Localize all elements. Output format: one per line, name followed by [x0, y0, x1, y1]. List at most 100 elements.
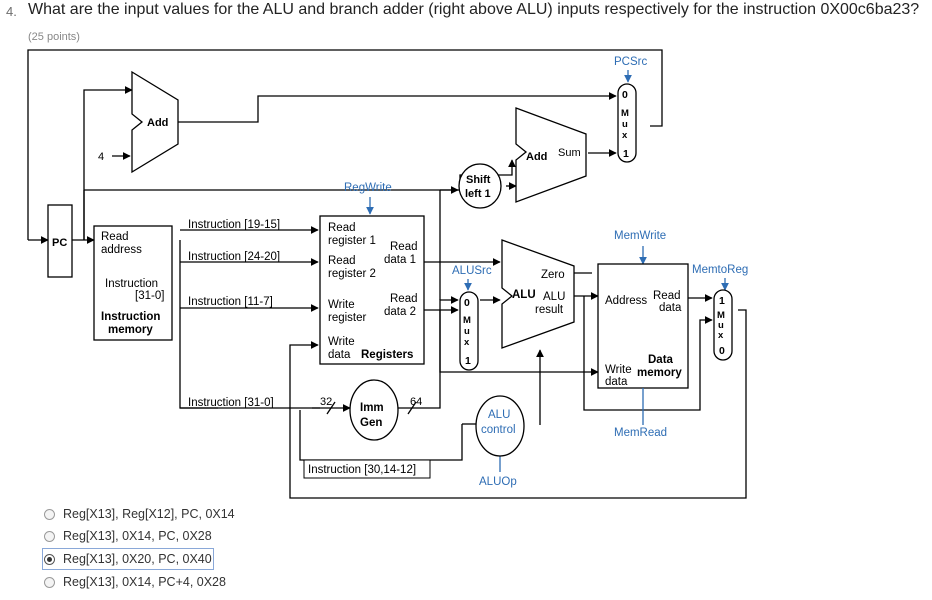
add-out-wire: [178, 92, 617, 123]
mux-alu-m: M: [463, 315, 471, 326]
datapath-diagram: PC Add 4 Add Sum Shift left 1 0 M u x 1 …: [27, 49, 748, 499]
rf-read-register-1b: register 1: [328, 235, 376, 247]
mux-top-x: x: [622, 130, 628, 141]
rf-read-data-1b: data 1: [384, 254, 416, 266]
option-4-label: Reg[X13], 0X14, PC+4, 0X28: [63, 575, 226, 589]
mux-mem-m: M: [717, 310, 725, 321]
option-1-radio[interactable]: [44, 508, 55, 520]
pc-register: [47, 204, 73, 278]
mux-alu-0: 0: [464, 297, 470, 309]
regwrite-label: RegWrite: [344, 182, 392, 194]
data-memory: [597, 263, 689, 389]
dm-write-data-1: Write: [605, 364, 632, 376]
alu-zero-label: Zero: [541, 269, 565, 281]
pc-to-add-wire: [83, 86, 133, 240]
option-4[interactable]: Reg[X13], 0X14, PC+4, 0X28: [44, 573, 226, 591]
question-number: 4.: [6, 4, 17, 19]
mux-top-u: u: [622, 119, 628, 130]
imem-instr-2: [31-0]: [135, 290, 164, 302]
mux-mem-0: 0: [719, 345, 725, 357]
option-2[interactable]: Reg[X13], 0X14, PC, 0X28: [44, 527, 212, 545]
rf-read-data-2b: data 2: [384, 306, 416, 318]
pc-adder: [131, 70, 179, 174]
width-64-label: 64: [410, 396, 422, 408]
alu-alu-label: ALU: [543, 291, 565, 303]
mux-mem-u: u: [718, 320, 724, 331]
mux-top-0: 0: [622, 89, 628, 101]
alusrc-label: ALUSrc: [452, 265, 492, 277]
alu-control-label-2: control: [481, 424, 516, 436]
mux-alu-x: x: [464, 337, 470, 348]
rf-read-register-1a: Read: [328, 222, 356, 234]
rf-write-data-a: Write: [328, 336, 355, 348]
question-points: (25 points): [28, 31, 80, 43]
rf-write-data-b: data: [328, 349, 351, 361]
writeback-wire: [289, 309, 747, 499]
option-2-label: Reg[X13], 0X14, PC, 0X28: [63, 529, 212, 543]
dm-read-data-2: data: [659, 302, 682, 314]
pcsrc-label: PCSrc: [614, 56, 647, 68]
option-2-radio[interactable]: [44, 530, 55, 542]
shift-left-unit: [458, 163, 502, 209]
rf-write-register-a: Write: [328, 299, 355, 311]
alu-control-label-1: ALU: [488, 409, 510, 421]
imem-read-1: Read: [101, 231, 129, 243]
question-text: What are the input values for the ALU an…: [28, 1, 920, 18]
option-3-label: Reg[X13], 0X20, PC, 0X40: [63, 552, 212, 566]
imem-read-2: address: [101, 244, 142, 256]
option-3-radio[interactable]: [44, 553, 55, 565]
shift-label-1: Shift: [466, 174, 491, 186]
option-1-label: Reg[X13], Reg[X12], PC, 0X14: [63, 507, 235, 521]
mux-alu-1: 1: [465, 355, 471, 367]
branch-adder: [515, 107, 587, 203]
memread-label: MemRead: [614, 427, 667, 439]
instr-31-0-label: Instruction [31-0]: [188, 397, 274, 409]
dm-read-data-1: Read: [653, 290, 681, 302]
imem-instr-1: Instruction: [105, 278, 158, 290]
alu: [501, 239, 575, 349]
rf-title: Registers: [361, 349, 413, 361]
mux-top-m: M: [621, 108, 629, 119]
aluop-label: ALUOp: [479, 476, 517, 488]
alusrc-mux: [459, 291, 479, 371]
four-label: 4: [98, 151, 104, 163]
instr-19-15-label: Instruction [19-15]: [188, 219, 280, 231]
rf-read-data-1a: Read: [390, 241, 418, 253]
option-1[interactable]: Reg[X13], Reg[X12], PC, 0X14: [44, 505, 235, 523]
option-3[interactable]: Reg[X13], 0X20, PC, 0X40: [42, 548, 214, 570]
dm-write-data-2: data: [605, 376, 628, 388]
register-file: [319, 215, 425, 365]
shift-label-2: left 1: [465, 188, 491, 200]
mux-mem-1: 1: [719, 295, 725, 307]
width-32-label: 32: [320, 396, 332, 408]
dm-address-label: Address: [605, 295, 647, 307]
mux-alu-u: u: [464, 326, 470, 337]
memtoreg-label: MemtoReg: [692, 264, 748, 276]
dm-title-2: memory: [637, 367, 682, 379]
imem-title-1: Instruction: [101, 311, 160, 323]
imm-label-2: Gen: [360, 417, 382, 429]
pc-feedback-wire: [27, 49, 663, 205]
instr-11-7-label: Instruction [11-7]: [188, 296, 273, 308]
dm-title-1: Data: [648, 354, 674, 366]
rf-read-register-2b: register 2: [328, 268, 376, 280]
pc-mux: [617, 83, 637, 163]
imem-title-2: memory: [108, 324, 153, 336]
mux-mem-x: x: [718, 330, 724, 341]
imm-gen: [349, 379, 399, 441]
instr-24-20-label: Instruction [24-20]: [188, 251, 280, 263]
pc-label: PC: [52, 237, 67, 249]
instr-30-14-12-label: Instruction [30,14-12]: [308, 464, 416, 476]
alu-control: [475, 395, 525, 457]
sum-label: Sum: [558, 147, 581, 159]
imm-label-1: Imm: [360, 402, 384, 414]
add-label: Add: [147, 117, 168, 129]
mux-top-1: 1: [623, 148, 629, 160]
alu-result-label: result: [535, 304, 564, 316]
instruction-memory: [93, 225, 173, 341]
branch-add-label: Add: [526, 151, 547, 163]
memtoreg-mux: [713, 289, 733, 361]
pc-to-branch-add-wire: [84, 159, 516, 191]
option-4-radio[interactable]: [44, 576, 55, 588]
rf-read-register-2a: Read: [328, 255, 356, 267]
